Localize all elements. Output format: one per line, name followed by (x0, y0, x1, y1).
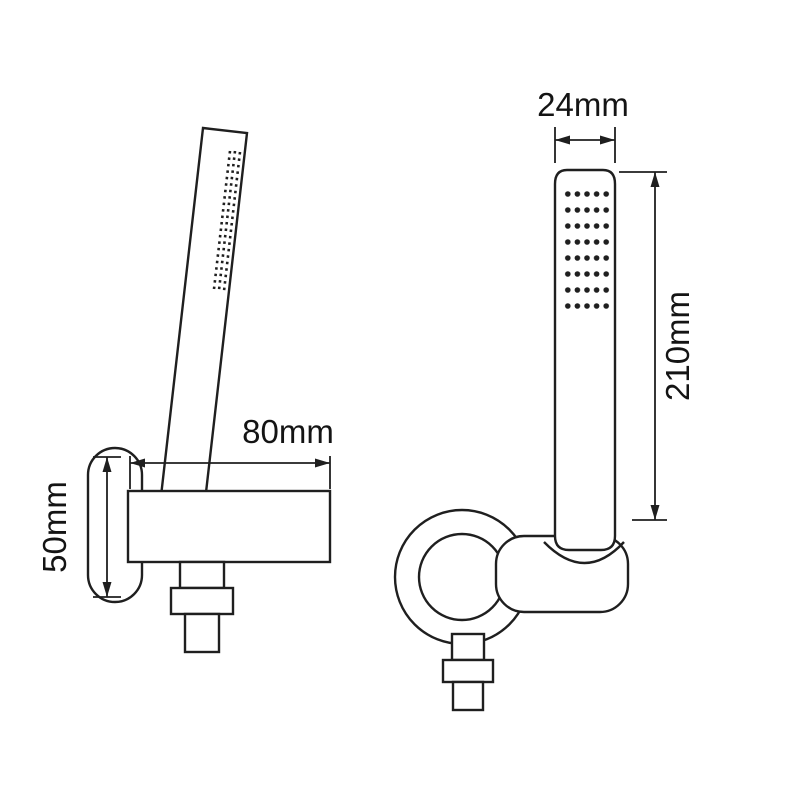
outlet-pipe-front (451, 680, 485, 712)
dimension-annotations: 80mm 50mm 24mm (36, 86, 696, 598)
dimension-bracket-depth: 80mm (129, 413, 334, 489)
dimension-label-24mm: 24mm (537, 86, 629, 123)
outlet-pipe-side (183, 612, 221, 654)
arrowhead-left (555, 135, 570, 145)
outlet-collar-side (169, 586, 235, 616)
dimension-bracket-height: 50mm (36, 456, 121, 598)
outlet-step-side (178, 560, 226, 590)
side-view (86, 126, 332, 654)
arrowhead-left (130, 458, 145, 468)
bracket-arm-side (126, 489, 332, 564)
dimension-label-50mm: 50mm (36, 481, 73, 573)
arrowhead-down (102, 582, 112, 597)
dimension-handle-length: 210mm (619, 171, 696, 521)
dimension-head-width: 24mm (537, 86, 629, 163)
outlet-collar-front (441, 658, 495, 684)
handset-side (158, 126, 249, 512)
arrowhead-right (600, 135, 615, 145)
front-view (393, 168, 630, 712)
outlet-neck-front (450, 632, 486, 662)
dimension-label-210mm: 210mm (659, 291, 696, 401)
holder-cup-lip (543, 541, 625, 565)
arrowhead-right (315, 458, 330, 468)
arrowhead-up (102, 457, 112, 472)
dimension-label-80mm: 80mm (242, 413, 334, 450)
wall-flange-inner (417, 532, 507, 622)
arrowhead-up (650, 172, 660, 187)
arrowhead-down (650, 505, 660, 520)
spray-holes-grid (563, 186, 611, 314)
